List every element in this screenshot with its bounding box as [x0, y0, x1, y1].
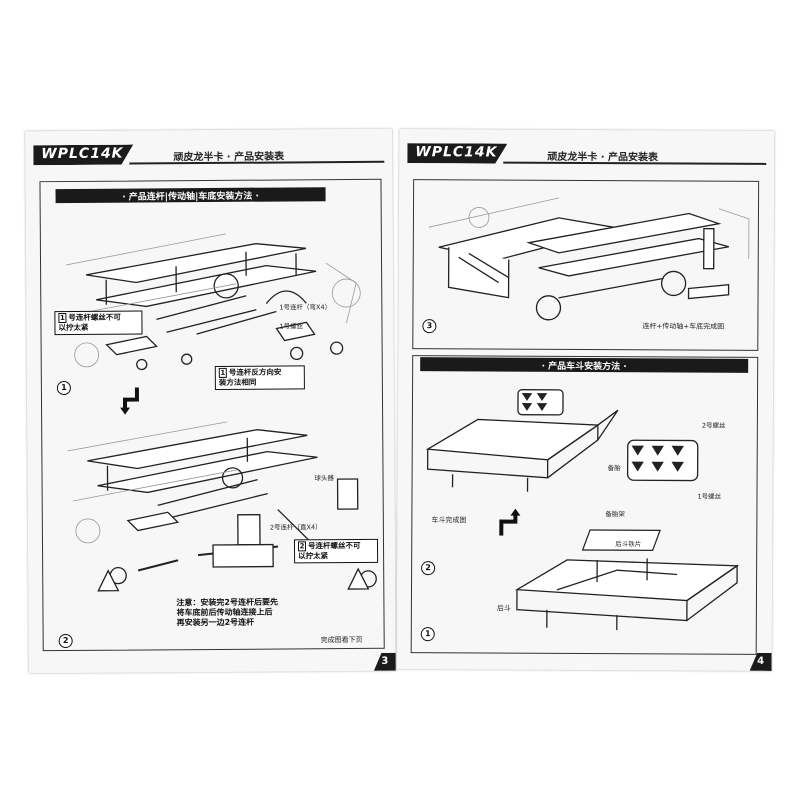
label-chassis-done: 连杆+传动轴+车底完成图 — [642, 322, 725, 331]
chassis-diagram-step2 — [67, 421, 377, 592]
step-1-marker: 1 — [420, 627, 435, 642]
step-arrow — [499, 508, 521, 536]
label-link-bent: 1号连杆（弯X4） — [279, 303, 332, 312]
label-finish-next: 完成图看下页 — [320, 635, 363, 645]
step-2-marker: 2 — [421, 561, 436, 576]
manual-page-left: WPLC14K 顽皮龙半卡 · 产品安装表 · 产品连杆|传动轴|车底安装方法 … — [25, 128, 396, 674]
label-screw-1: 1号螺丝 — [697, 492, 722, 501]
step-1-marker: 1 — [56, 380, 71, 396]
step-3-marker: 3 — [422, 319, 437, 334]
step-arrow — [120, 387, 140, 415]
page-number: 4 — [750, 653, 772, 671]
truck-bed-diagram-top — [425, 389, 699, 492]
label-rod-end: 球头器 — [314, 474, 335, 483]
label-bed: 后斗 — [496, 604, 511, 613]
section-title: · 产品车斗安装方法 · — [541, 361, 627, 373]
assembly-note: 注意：安装完2号连杆后要先 将车底前后传动轴连接上后 再安装另一边2号连杆 — [176, 597, 279, 628]
label-tail-plate: 后斗铁片 — [615, 540, 642, 549]
label-screw-2: 2号螺丝 — [701, 421, 726, 430]
label-link-straight: 2号连杆（直X4） — [269, 523, 322, 532]
page-header: WPLC14K 顽皮龙半卡 · 产品安装表 — [33, 139, 385, 167]
section-band: · 产品连杆|传动轴|车底安装方法 · — [55, 187, 326, 204]
label-spare-tire: 备胎 — [607, 464, 621, 473]
section-title: · 产品连杆|传动轴|车底安装方法 · — [122, 191, 259, 203]
chassis-diagram-step1 — [65, 233, 361, 371]
label-screw-1: 1号螺丝 — [279, 322, 304, 331]
step-2-marker: 2 — [58, 633, 73, 649]
section-band: · 产品车斗安装方法 · — [420, 357, 749, 373]
manual-page-right: WPLC14K 顽皮龙半卡 · 产品安装表 3 连杆+传动轴+车底完成图 · 产… — [396, 129, 775, 671]
header-rule — [129, 160, 385, 165]
page-number: 3 — [374, 653, 396, 671]
header-rule — [503, 161, 767, 165]
assembled-chassis-diagram — [428, 197, 750, 321]
brand-logo: WPLC14K — [41, 145, 124, 163]
page-header: WPLC14K 顽皮龙半卡 · 产品安装表 — [407, 139, 767, 167]
truck-bed-diagram-bottom — [514, 529, 740, 631]
brand-logo: WPLC14K — [415, 144, 498, 161]
